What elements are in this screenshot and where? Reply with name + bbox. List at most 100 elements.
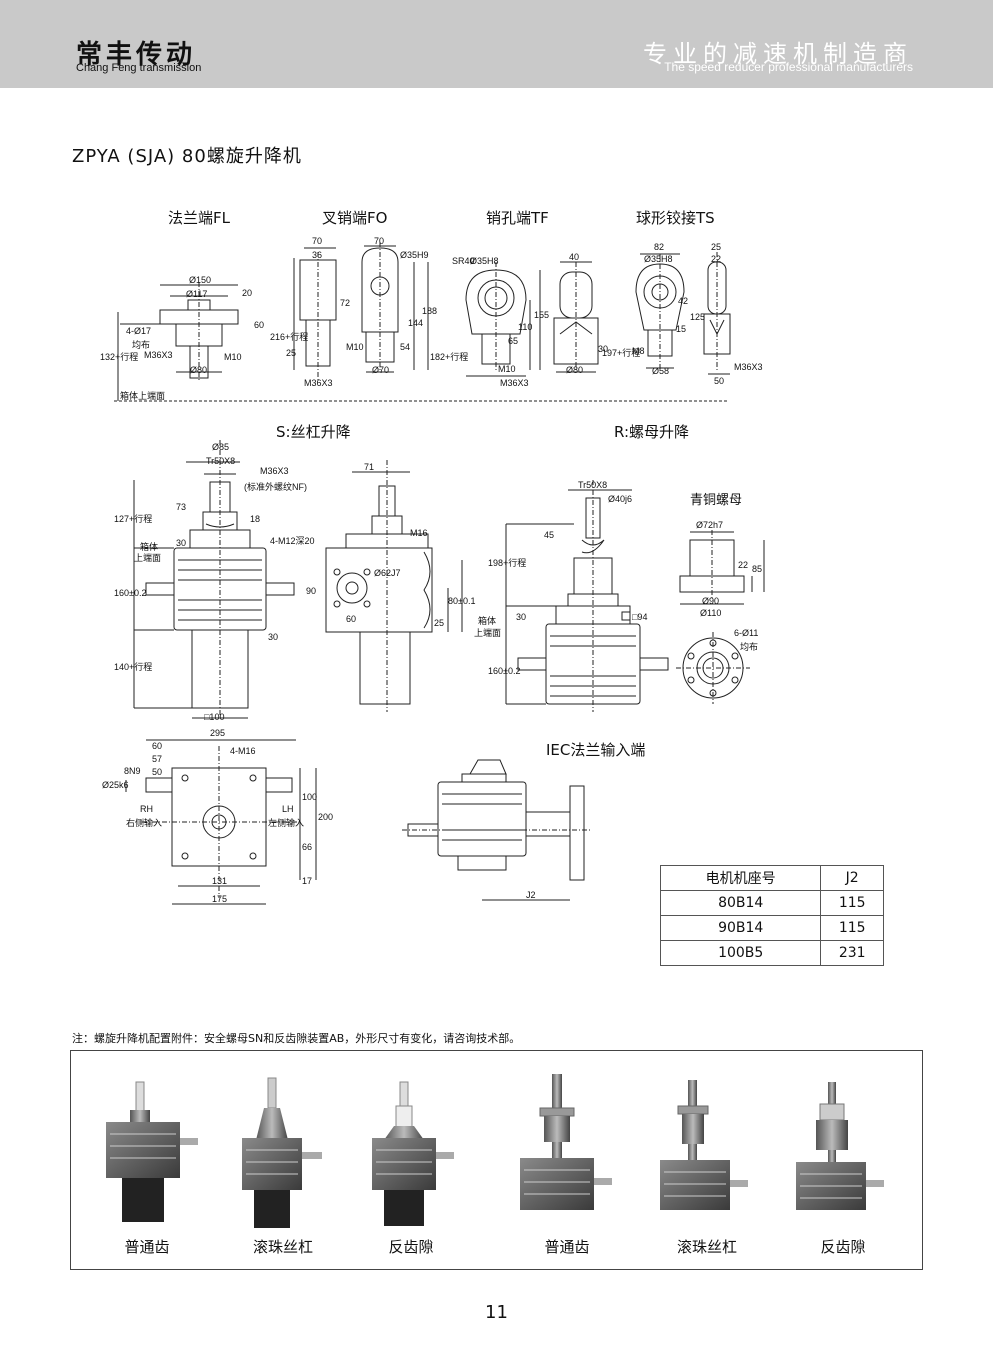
tf-end-drawing (465, 261, 599, 377)
dim-fo-7: 216+行程 (270, 332, 309, 342)
label-tf: 销孔端TF (486, 209, 549, 227)
dim-ss-9: 上端面 (134, 553, 162, 563)
dim-ss-12: 140+行程 (114, 662, 153, 672)
dim-ts-0: 82 (654, 242, 665, 252)
dim-tv-1: 60 (152, 741, 163, 751)
dim-sf-6: 25 (434, 618, 445, 628)
dim-rs-0: Tr50X8 (578, 480, 608, 490)
photo-ball-screw-lift (242, 1077, 322, 1228)
dim-tv-10: 左侧输入 (268, 818, 305, 828)
table-row: 100B5 231 (659, 940, 884, 966)
dim-ss-4: 73 (176, 502, 187, 512)
fo-end-drawing (293, 242, 429, 380)
dim-sf-2: M16 (410, 528, 428, 538)
dim-rs-6: 上端面 (474, 628, 502, 638)
dim-sf-5: 60 (346, 614, 357, 624)
dim-fo-3: Ø35H9 (400, 250, 429, 260)
dim-rs-1: Ø40j6 (608, 494, 633, 504)
dim-fl-1: Ø117 (186, 289, 208, 299)
page-title: ZPYA (SJA) 80螺旋升降机 (72, 146, 302, 167)
dim-tf-6: M10 (498, 364, 516, 374)
r-side-drawing (505, 480, 669, 712)
label-nut-lift: R:螺母升降 (614, 423, 690, 441)
photo-caption: 反齿隙 (388, 1238, 434, 1256)
dim-fl-0: Ø150 (189, 275, 212, 285)
top-view-drawing (125, 739, 317, 905)
dim-tv-9: LH (282, 804, 294, 814)
dim-rs-2: 45 (544, 530, 555, 540)
dim-rs-3: 198+行程 (488, 558, 527, 568)
table-cell: 90B14 (659, 915, 822, 941)
photo-ball-screw-nut-lift (660, 1080, 748, 1210)
dim-fo-1: 36 (312, 250, 323, 260)
photo-caption: 反齿隙 (820, 1238, 866, 1256)
dim-tf-2: 65 (508, 336, 519, 346)
dim-bn-5: 6-Ø11 (734, 628, 759, 638)
dim-fo-12: Ø70 (372, 365, 390, 375)
dim-bn-2: 85 (752, 564, 763, 574)
dim-fo-6: 188 (422, 306, 438, 316)
label-fl: 法兰端FL (168, 209, 230, 227)
dim-tf-4: 155 (534, 310, 550, 320)
photo-caption: 普通齿 (124, 1238, 170, 1256)
bronze-nut-drawing (676, 530, 765, 704)
dim-ss-2: M36X3 (260, 466, 289, 476)
dim-tf-3: 110 (518, 322, 533, 332)
dim-fl-7: 60 (254, 320, 265, 330)
dim-fl-4: M36X3 (144, 350, 173, 360)
dim-fo-0: 70 (312, 236, 323, 246)
dim-iec-j2: J2 (526, 890, 536, 900)
table-cell: 80B14 (659, 890, 822, 916)
dim-ss-1: Tr50X8 (206, 456, 236, 466)
label-fo: 叉销端FO (322, 209, 388, 227)
dim-bn-3: Ø90 (702, 596, 720, 606)
accessory-note: 注：螺旋升降机配置附件：安全螺母SN和反齿隙装置AB，外形尺寸有变化，请咨询技术… (72, 1032, 521, 1045)
dim-tv-6: 8N9 (124, 766, 141, 776)
table-row: 90B14 115 (659, 915, 884, 941)
dim-rs-7: □94 (632, 612, 648, 622)
label-ts: 球形铰接TS (636, 209, 715, 227)
page-header: 常丰传动 Chang Feng transmission 专业的减速机制造商 T… (0, 0, 993, 88)
photo-anti-backlash-lift (372, 1081, 454, 1226)
dim-rs-5: 箱体 (478, 616, 497, 626)
dim-tf-1: Ø35H8 (470, 256, 499, 266)
slogan-cn: 专业的减速机制造商 (643, 40, 913, 68)
motor-frame-table: 电机机座号 J2 80B14 115 90B14 115 100B5 231 (659, 865, 884, 966)
dim-bn-6: 均布 (740, 642, 759, 652)
photo-caption: 滚珠丝杠 (676, 1238, 737, 1256)
fl-end-drawing (117, 282, 239, 401)
dim-fo-10: 54 (400, 342, 411, 352)
dim-tf-9: 30 (598, 344, 609, 354)
dim-ss-0: Ø85 (212, 442, 230, 452)
table-cell: 231 (820, 940, 884, 966)
table-header: 电机机座号 (659, 865, 822, 891)
dim-ss-11: 30 (268, 632, 279, 642)
dim-ss-5: 18 (250, 514, 261, 524)
ts-end-drawing (635, 252, 731, 375)
dim-ts-6: 15 (676, 324, 687, 334)
dim-rs-4: 30 (516, 612, 527, 622)
dim-ss-8: 箱体 (140, 542, 159, 552)
table-row: 80B14 115 (659, 890, 884, 916)
dim-tf-7: M36X3 (500, 378, 529, 388)
dim-tv-2: 57 (152, 754, 163, 764)
s-front-drawing (325, 460, 463, 712)
dim-fo-2: 70 (374, 236, 385, 246)
dim-fo-9: M10 (346, 342, 364, 352)
brand-name-en: Chang Feng transmission (76, 62, 202, 74)
dim-tv-12: 200 (318, 812, 334, 822)
table-header-row: 电机机座号 J2 (659, 865, 884, 891)
dim-tv-0: 295 (210, 728, 226, 738)
dim-fl-3: 均布 (132, 340, 151, 350)
dim-tv-11: 100 (302, 792, 318, 802)
dim-sf-0: 71 (364, 462, 375, 472)
dim-tf-8: 40 (569, 252, 580, 262)
dim-tv-5: Ø25k6 (102, 780, 129, 790)
dim-fl-5: Ø80 (190, 365, 208, 375)
label-screw-lift: S:丝杠升降 (276, 423, 351, 441)
label-iec-flange: IEC法兰输入端 (546, 741, 646, 759)
dim-ss-10: 160±0.2 (114, 588, 147, 598)
dim-ss-3: (标准外螺纹NF) (244, 482, 307, 492)
